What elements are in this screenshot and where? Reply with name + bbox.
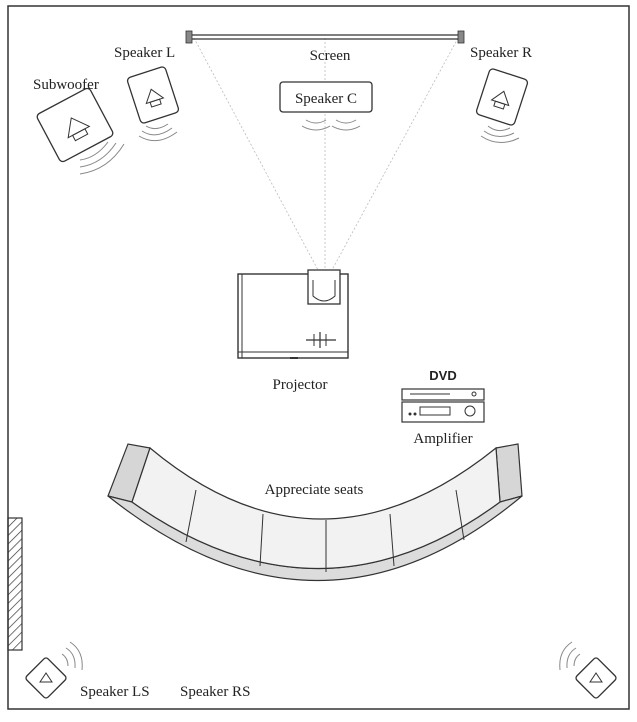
speaker-ls: [25, 657, 67, 699]
speaker-rs: [575, 657, 617, 699]
speaker-c-box: [279, 81, 373, 113]
sound-waves-subwoofer: [79, 141, 125, 175]
sound-waves-r: [480, 125, 520, 143]
projection-beams: [193, 37, 459, 271]
speaker-l: [126, 66, 180, 124]
sound-waves-rs: [559, 641, 581, 671]
speaker-l-label: Speaker L: [114, 45, 175, 61]
sound-waves-c: [301, 119, 361, 131]
sofa: [107, 443, 523, 581]
speaker-r: [475, 68, 529, 126]
screen: [185, 30, 465, 44]
sound-waves-ls: [61, 641, 83, 671]
seats-label: Appreciate seats: [265, 482, 364, 498]
speaker-ls-label: Speaker LS: [80, 684, 150, 700]
speaker-rs-label: Speaker RS: [180, 684, 250, 700]
subwoofer: [36, 87, 114, 163]
room-wall: [7, 5, 630, 710]
dvd-label: DVD: [429, 368, 456, 383]
screen-label: Screen: [310, 48, 351, 64]
amplifier-unit: [401, 401, 485, 423]
door: [7, 517, 23, 651]
projector: [237, 269, 349, 359]
sound-waves-l: [138, 123, 178, 142]
amplifier-label: Amplifier: [413, 431, 472, 447]
dvd-player: [401, 388, 485, 401]
projector-label: Projector: [273, 377, 328, 393]
speaker-c-label: Speaker C: [295, 91, 357, 107]
subwoofer-label: Subwoofer: [33, 77, 99, 93]
speaker-r-label: Speaker R: [470, 45, 532, 61]
